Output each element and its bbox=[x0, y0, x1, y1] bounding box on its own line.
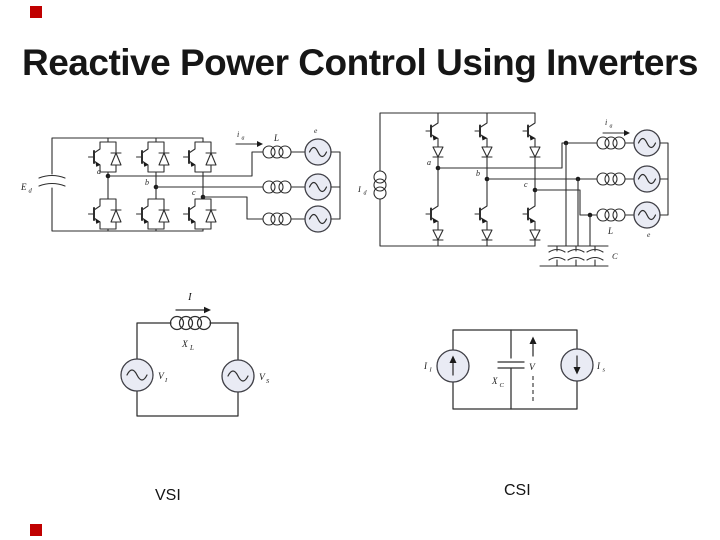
csi-phase-c-label: c bbox=[524, 180, 528, 189]
csi-ac-source-c bbox=[633, 201, 661, 229]
csi-ac-source-a bbox=[633, 129, 661, 157]
vsi-equiv-reactance-sub: L bbox=[189, 344, 194, 352]
vsi-caption: VSI bbox=[155, 487, 181, 504]
csi-phase-b-label: b bbox=[476, 169, 480, 178]
csi-equiv-voltage-label: V bbox=[529, 363, 536, 373]
vsi-phase-a-label: a bbox=[97, 167, 101, 176]
csi-equiv-left-source-sub: I bbox=[429, 367, 433, 374]
csi-equiv-right-source-sub: s bbox=[603, 367, 606, 374]
vsi-equiv-left-source bbox=[120, 358, 154, 392]
csi-bridge-circuit: I d a b c C bbox=[357, 112, 669, 267]
vsi-ac-source-a bbox=[304, 138, 332, 166]
vsi-phase-b-label: b bbox=[145, 178, 149, 187]
csi-inductor-label: L bbox=[607, 226, 613, 236]
vsi-equiv-right-source-sub: S bbox=[266, 378, 270, 385]
vsi-dc-voltage-sub: d bbox=[29, 188, 33, 195]
csi-equiv-right-source-label: I bbox=[596, 361, 601, 371]
csi-equivalent-circuit: I I I s X C V bbox=[423, 329, 606, 410]
csi-equiv-capacitor-label: X bbox=[491, 376, 498, 386]
vsi-line-current-label: i bbox=[237, 130, 239, 139]
vsi-line-current-sub: a bbox=[242, 136, 245, 142]
vsi-equivalent-circuit: I X L V I V S bbox=[120, 291, 270, 417]
csi-equiv-capacitor-sub: C bbox=[500, 382, 505, 389]
csi-dc-current-sub: d bbox=[364, 191, 368, 197]
csi-dc-current-label: I bbox=[357, 184, 362, 194]
vsi-inductor-label: L bbox=[273, 133, 279, 143]
vsi-bridge-circuit: E d a b c i a L bbox=[20, 126, 341, 233]
csi-ac-source-label: e bbox=[647, 230, 651, 239]
vsi-equiv-right-source bbox=[221, 359, 255, 393]
vsi-ac-source-label: e bbox=[314, 126, 318, 135]
corner-accent-bottom bbox=[30, 524, 42, 536]
vsi-equiv-right-source-label: V bbox=[259, 373, 266, 383]
vsi-dc-voltage-label: E bbox=[20, 182, 27, 192]
vsi-equiv-reactance-label: X bbox=[181, 340, 189, 350]
vsi-phase-c-label: c bbox=[192, 188, 196, 197]
csi-line-current-sub: a bbox=[610, 124, 613, 130]
csi-ac-source-b bbox=[633, 165, 661, 193]
csi-phase-a-label: a bbox=[427, 158, 431, 167]
csi-capacitor-label: C bbox=[612, 251, 618, 261]
slide-title: Reactive Power Control Using Inverters bbox=[22, 42, 698, 83]
vsi-ac-source-c bbox=[304, 205, 332, 233]
vsi-ac-source-b bbox=[304, 173, 332, 201]
csi-line-current-label: i bbox=[605, 118, 607, 127]
vsi-equiv-left-source-label: V bbox=[158, 372, 165, 382]
vsi-equiv-current-label: I bbox=[187, 291, 193, 303]
csi-equiv-left-source-label: I bbox=[423, 361, 428, 371]
corner-accent-top bbox=[30, 6, 42, 18]
csi-caption: CSI bbox=[504, 482, 531, 499]
vsi-equiv-left-source-sub: I bbox=[164, 377, 168, 384]
